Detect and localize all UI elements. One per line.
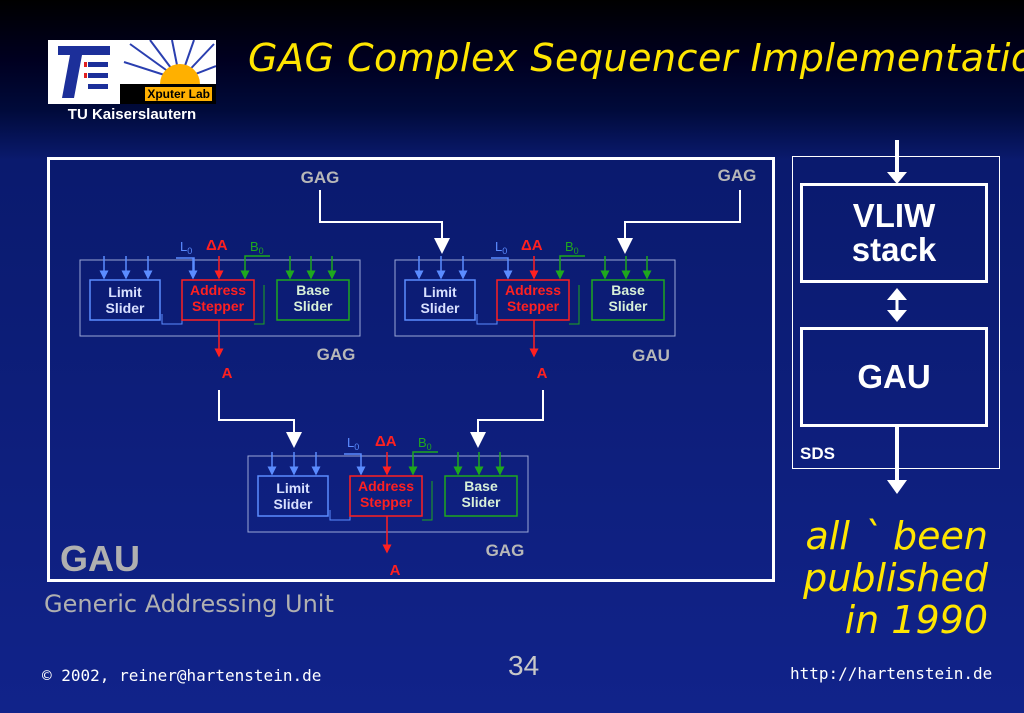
footer-url[interactable]: http://hartenstein.de <box>790 664 993 683</box>
xputer-lab-logo: Xputer Lab <box>120 40 216 104</box>
base-slider-label: Slider <box>294 298 333 314</box>
gag-bottom-label: GAG <box>486 541 525 560</box>
gag-left-label: GAG <box>317 345 356 364</box>
sds-frame <box>792 156 1000 469</box>
b0-label: B0 <box>250 239 264 256</box>
gau-title: GAU <box>60 538 140 579</box>
delta-a-label: ΔA <box>521 237 543 254</box>
vliw-label: VLIW <box>852 197 936 234</box>
output-arrow-head <box>887 480 907 494</box>
vliw-stack-box: VLIW stack <box>800 183 988 283</box>
gag-block-left: L0 ΔA B0 Limit Slider Address Stepper Ba… <box>79 237 361 382</box>
a-output-label: A <box>222 365 233 382</box>
base-slider-label: Base <box>611 282 645 298</box>
base-slider-label: Base <box>296 282 330 298</box>
gau-box: GAU <box>800 327 988 427</box>
gag-top-right-label: GAG <box>718 166 757 185</box>
gag-top-left-label: GAG <box>301 168 340 187</box>
logo-caption: TU Kaiserslautern <box>67 106 197 123</box>
sds-label: SDS <box>800 444 835 463</box>
a-output-label: A <box>390 562 401 579</box>
published-note: all ` been published in 1990 <box>780 515 988 641</box>
b0-label: B0 <box>418 435 432 452</box>
wire-gag-left <box>319 190 450 254</box>
gau-frame <box>47 157 775 582</box>
limit-slider-label: Limit <box>276 480 310 496</box>
delta-a-label: ΔA <box>375 433 397 450</box>
limit-slider-label: Slider <box>274 496 313 512</box>
tu-logo-icon <box>48 40 120 104</box>
limit-slider-label: Limit <box>108 284 142 300</box>
note-line: all ` been <box>805 514 988 558</box>
delta-a-label: ΔA <box>206 237 228 254</box>
limit-slider-label: Slider <box>421 300 460 316</box>
footer-copyright: © 2002, reiner@hartenstein.de <box>42 666 322 685</box>
a-output-label: A <box>537 365 548 382</box>
l0-label: L0 <box>347 435 359 452</box>
xputer-lab-label: Xputer Lab <box>145 87 212 101</box>
logo: Xputer Lab TU Kaiserslautern <box>48 40 216 124</box>
limit-slider-label: Limit <box>423 284 457 300</box>
address-stepper-label: Address <box>505 282 561 298</box>
stack-label: stack <box>851 231 937 268</box>
page-number: 34 <box>508 650 540 681</box>
limit-slider-label: Slider <box>106 300 145 316</box>
base-slider-label: Slider <box>462 494 501 510</box>
gag-block-bottom: L0 ΔA B0 Limit Slider Address Stepper Ba… <box>247 433 529 579</box>
address-stepper-label: Stepper <box>192 298 245 314</box>
address-stepper-label: Address <box>190 282 246 298</box>
wire-a-right <box>470 390 544 448</box>
wire-a-left <box>218 390 302 448</box>
base-slider-label: Slider <box>609 298 648 314</box>
page-title: GAG Complex Sequencer Implementation <box>248 36 1024 80</box>
gau-subtitle: Generic Addressing Unit <box>44 590 334 618</box>
b0-label: B0 <box>565 239 579 256</box>
gau-label-mid: GAU <box>632 346 670 365</box>
l0-label: L0 <box>495 239 507 256</box>
address-stepper-label: Stepper <box>360 494 413 510</box>
input-arrow-head <box>887 172 907 184</box>
wire-gag-right <box>617 190 741 254</box>
note-line: published <box>803 556 988 600</box>
l0-label: L0 <box>180 239 192 256</box>
gag-block-right: L0 ΔA B0 Limit Slider Address Stepper Ba… <box>394 237 676 382</box>
address-stepper-label: Stepper <box>507 298 560 314</box>
base-slider-label: Base <box>464 478 498 494</box>
note-line: in 1990 <box>844 598 988 642</box>
address-stepper-label: Address <box>358 478 414 494</box>
